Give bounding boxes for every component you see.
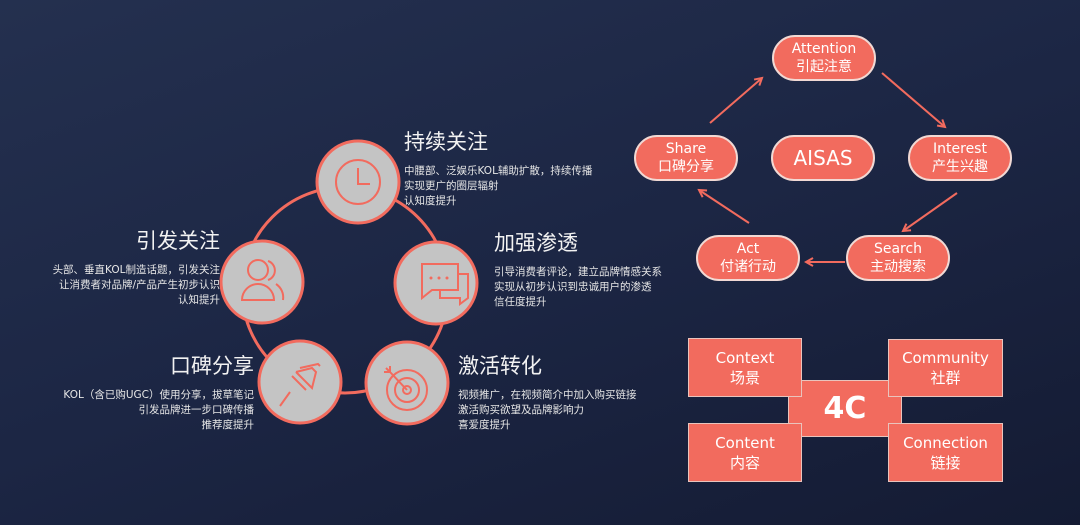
step-en: Search xyxy=(873,241,923,257)
item-en: Context xyxy=(715,348,775,367)
aisas-label: AISAS xyxy=(793,146,853,170)
stage-title: 加强渗透 xyxy=(494,231,578,255)
desc-line: 引导消费者评论，建立品牌情感关系 xyxy=(494,266,662,278)
desc-line: 信任度提升 xyxy=(494,296,547,308)
aisas-arrows xyxy=(699,72,958,262)
stage-title: 激活转化 xyxy=(458,354,542,378)
stage-trigger-attention: 引发关注 头部、垂直KOL制造话题，引发关注 让消费者对品牌/产品产生初步认识 … xyxy=(53,225,220,308)
people-icon xyxy=(219,239,305,325)
desc-line: 实现更广的圈层辐射 xyxy=(404,180,499,192)
step-en: Act xyxy=(736,241,760,257)
step-zh: 付诸行动 xyxy=(720,259,776,275)
desc-line: 中腰部、泛娱乐KOL辅助扩散，持续传播 xyxy=(404,165,593,177)
fourc-community: Community 社群 xyxy=(888,339,1003,397)
desc-line: 推荐度提升 xyxy=(201,419,255,431)
item-zh: 链接 xyxy=(930,453,961,472)
step-zh: 引起注意 xyxy=(796,59,852,75)
fourc-center: 4C xyxy=(788,380,902,437)
stage-desc: 头部、垂直KOL制造话题，引发关注 让消费者对品牌/产品产生初步认识 认知提升 xyxy=(53,263,220,308)
aisas-attention: Attention 引起注意 xyxy=(772,35,876,81)
step-en: Share xyxy=(665,141,707,157)
step-zh: 口碑分享 xyxy=(658,159,714,175)
stage-title: 引发关注 xyxy=(136,229,220,253)
step-zh: 产生兴趣 xyxy=(932,159,988,175)
aisas-center: AISAS xyxy=(771,135,875,181)
clock-icon xyxy=(315,139,401,225)
stage-strengthen-penetration: 加强渗透 引导消费者评论，建立品牌情感关系 实现从初步认识到忠诚用户的渗透 信任… xyxy=(494,227,662,310)
fourc-label: 4C xyxy=(823,390,867,426)
stage-desc: 中腰部、泛娱乐KOL辅助扩散，持续传播 实现更广的圈层辐射 认知度提升 xyxy=(404,164,592,209)
stage-word-of-mouth: 口碑分享 KOL（含已购UGC）使用分享，拔草笔记 引发品牌进一步口碑传播 推荐… xyxy=(63,350,254,433)
desc-line: 激活购买欲望及品牌影响力 xyxy=(458,404,584,416)
step-zh: 主动搜索 xyxy=(870,259,926,275)
item-zh: 场景 xyxy=(729,368,760,387)
desc-line: 认知度提升 xyxy=(404,195,457,207)
desc-line: 引发品牌进一步口碑传播 xyxy=(138,404,255,416)
desc-line: 喜爱度提升 xyxy=(458,419,511,431)
stage-title: 口碑分享 xyxy=(170,354,254,378)
stage-desc: 引导消费者评论，建立品牌情感关系 实现从初步认识到忠诚用户的渗透 信任度提升 xyxy=(494,265,662,310)
item-en: Connection xyxy=(903,433,988,452)
stage-sustained-attention: 持续关注 中腰部、泛娱乐KOL辅助扩散，持续传播 实现更广的圈层辐射 认知度提升 xyxy=(404,126,592,209)
desc-line: 让消费者对品牌/产品产生初步认识 xyxy=(58,279,220,291)
step-en: Interest xyxy=(933,141,987,157)
aisas-share: Share 口碑分享 xyxy=(634,135,738,181)
desc-line: 实现从初步认识到忠诚用户的渗透 xyxy=(494,281,652,293)
item-en: Content xyxy=(715,433,775,452)
chat-icon xyxy=(393,240,479,326)
stage-activate-conversion: 激活转化 视频推广，在视频简介中加入购买链接 激活购买欲望及品牌影响力 喜爱度提… xyxy=(458,350,637,433)
pushpin-icon xyxy=(257,339,343,425)
stage-desc: KOL（含已购UGC）使用分享，拔草笔记 引发品牌进一步口碑传播 推荐度提升 xyxy=(63,388,254,433)
item-zh: 社群 xyxy=(930,369,961,387)
desc-line: 视频推广，在视频简介中加入购买链接 xyxy=(458,389,637,401)
stage-desc: 视频推广，在视频简介中加入购买链接 激活购买欲望及品牌影响力 喜爱度提升 xyxy=(458,388,637,433)
target-icon xyxy=(364,340,450,426)
desc-line: 头部、垂直KOL制造话题，引发关注 xyxy=(52,264,220,276)
aisas-interest: Interest 产生兴趣 xyxy=(908,135,1012,181)
step-en: Attention xyxy=(791,41,857,57)
stage-title: 持续关注 xyxy=(404,130,488,154)
aisas-search: Search 主动搜索 xyxy=(846,235,950,281)
item-en: Community xyxy=(902,349,989,367)
desc-line: 认知提升 xyxy=(178,294,220,306)
aisas-act: Act 付诸行动 xyxy=(696,235,800,281)
desc-line: KOL（含已购UGC）使用分享，拔草笔记 xyxy=(63,389,254,401)
item-zh: 内容 xyxy=(729,453,760,472)
